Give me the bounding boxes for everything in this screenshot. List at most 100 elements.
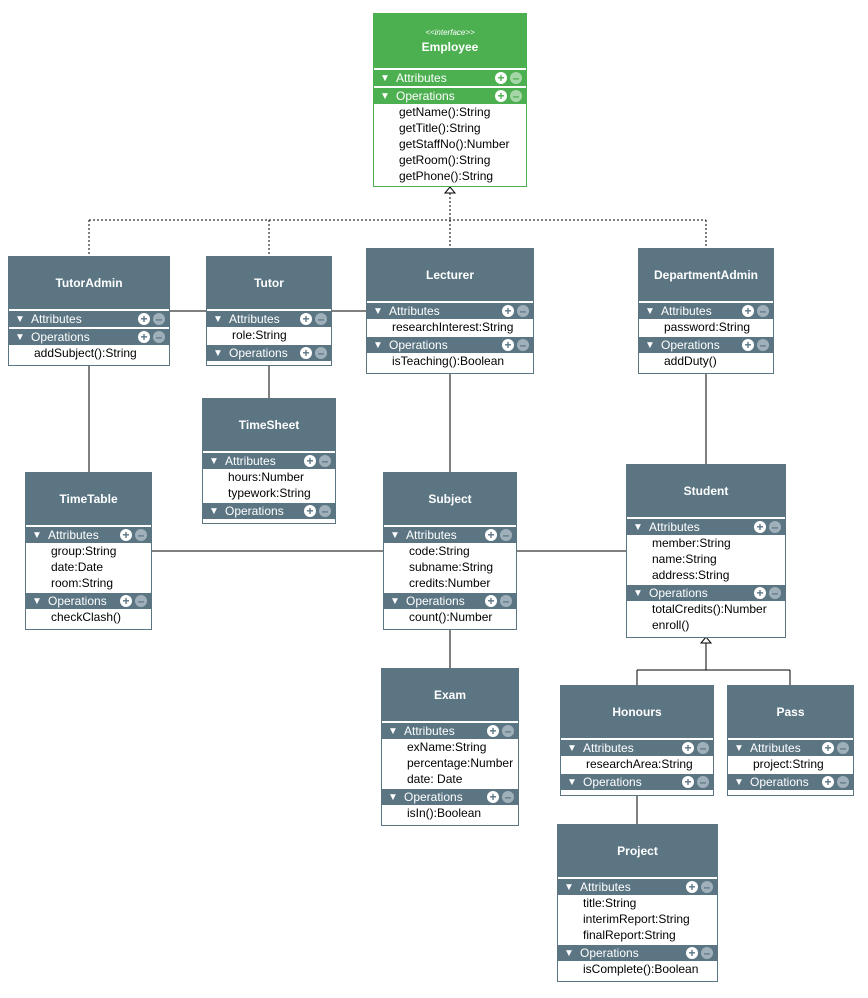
plus-circle-icon[interactable]: + <box>495 90 507 102</box>
minus-circle-icon[interactable]: – <box>757 339 769 351</box>
attribute-item[interactable]: title:String <box>583 896 637 910</box>
attributes-section-header[interactable]: ▼Attributes+– <box>384 525 516 543</box>
class-header[interactable]: Student <box>627 465 785 517</box>
class-header[interactable]: Project <box>558 825 717 877</box>
minus-circle-icon[interactable]: – <box>315 313 327 325</box>
operations-section-header[interactable]: ▼Operations+– <box>382 787 518 805</box>
triangle-down-icon[interactable]: ▼ <box>564 881 574 893</box>
minus-circle-icon[interactable]: – <box>517 305 529 317</box>
plus-circle-icon[interactable]: + <box>487 791 499 803</box>
minus-circle-icon[interactable]: – <box>315 347 327 359</box>
plus-circle-icon[interactable]: + <box>138 313 150 325</box>
operations-section-header[interactable]: ▼Operations+– <box>374 86 526 104</box>
plus-circle-icon[interactable]: + <box>742 305 754 317</box>
attribute-item[interactable]: finalReport:String <box>583 928 676 942</box>
plus-circle-icon[interactable]: + <box>138 331 150 343</box>
plus-circle-icon[interactable]: + <box>120 529 132 541</box>
triangle-down-icon[interactable]: ▼ <box>645 305 655 317</box>
class-header[interactable]: Tutor <box>207 257 331 309</box>
operation-item[interactable]: addSubject():String <box>34 346 137 360</box>
triangle-down-icon[interactable]: ▼ <box>380 90 390 102</box>
attribute-item[interactable]: role:String <box>232 328 287 342</box>
minus-circle-icon[interactable]: – <box>757 305 769 317</box>
attributes-section-header[interactable]: ▼Attributes+– <box>374 68 526 86</box>
attribute-item[interactable]: subname:String <box>409 560 494 574</box>
minus-circle-icon[interactable]: – <box>697 742 709 754</box>
plus-circle-icon[interactable]: + <box>485 595 497 607</box>
class-header[interactable]: TutorAdmin <box>9 257 169 309</box>
attribute-item[interactable]: exName:String <box>407 740 487 754</box>
plus-circle-icon[interactable]: + <box>502 339 514 351</box>
plus-circle-icon[interactable]: + <box>822 742 834 754</box>
operations-section-header[interactable]: ▼Operations+– <box>558 943 717 961</box>
minus-circle-icon[interactable]: – <box>701 881 713 893</box>
operation-item[interactable]: getName():String <box>399 105 491 119</box>
class-header[interactable]: TimeTable <box>26 473 151 525</box>
plus-circle-icon[interactable]: + <box>686 947 698 959</box>
class-header[interactable]: Exam <box>382 669 518 721</box>
minus-circle-icon[interactable]: – <box>319 455 331 467</box>
operation-item[interactable]: count():Number <box>409 610 493 624</box>
plus-circle-icon[interactable]: + <box>754 521 766 533</box>
plus-circle-icon[interactable]: + <box>304 505 316 517</box>
plus-circle-icon[interactable]: + <box>300 313 312 325</box>
plus-circle-icon[interactable]: + <box>686 881 698 893</box>
plus-circle-icon[interactable]: + <box>485 529 497 541</box>
plus-circle-icon[interactable]: + <box>682 776 694 788</box>
triangle-down-icon[interactable]: ▼ <box>209 505 219 517</box>
operations-section-header[interactable]: ▼Operations+– <box>9 327 169 345</box>
minus-circle-icon[interactable]: – <box>319 505 331 517</box>
triangle-down-icon[interactable]: ▼ <box>380 72 390 84</box>
minus-circle-icon[interactable]: – <box>500 595 512 607</box>
attributes-section-header[interactable]: ▼Attributes+– <box>26 525 151 543</box>
triangle-down-icon[interactable]: ▼ <box>734 742 744 754</box>
attribute-item[interactable]: address:String <box>652 568 730 582</box>
class-header[interactable]: <<interface>> Employee <box>374 14 526 68</box>
triangle-down-icon[interactable]: ▼ <box>373 339 383 351</box>
attributes-section-header[interactable]: ▼Attributes+– <box>728 738 853 756</box>
attribute-item[interactable]: member:String <box>652 536 731 550</box>
minus-circle-icon[interactable]: – <box>837 776 849 788</box>
attributes-section-header[interactable]: ▼Attributes+– <box>203 451 335 469</box>
minus-circle-icon[interactable]: – <box>837 742 849 754</box>
triangle-down-icon[interactable]: ▼ <box>209 455 219 467</box>
triangle-down-icon[interactable]: ▼ <box>645 339 655 351</box>
minus-circle-icon[interactable]: – <box>769 521 781 533</box>
triangle-down-icon[interactable]: ▼ <box>734 776 744 788</box>
minus-circle-icon[interactable]: – <box>153 313 165 325</box>
plus-circle-icon[interactable]: + <box>120 595 132 607</box>
minus-circle-icon[interactable]: – <box>510 90 522 102</box>
class-header[interactable]: DepartmentAdmin <box>639 249 773 301</box>
attributes-section-header[interactable]: ▼Attributes+– <box>639 301 773 319</box>
attributes-section-header[interactable]: ▼Attributes+– <box>382 721 518 739</box>
triangle-down-icon[interactable]: ▼ <box>32 529 42 541</box>
operation-item[interactable]: isIn():Boolean <box>407 806 482 820</box>
attribute-item[interactable]: hours:Number <box>228 470 305 484</box>
attribute-item[interactable]: password:String <box>664 320 751 334</box>
operation-item[interactable]: getPhone():String <box>399 169 494 183</box>
class-header[interactable]: Pass <box>728 686 853 738</box>
minus-circle-icon[interactable]: – <box>701 947 713 959</box>
attribute-item[interactable]: code:String <box>409 544 470 558</box>
plus-circle-icon[interactable]: + <box>300 347 312 359</box>
triangle-down-icon[interactable]: ▼ <box>15 313 25 325</box>
minus-circle-icon[interactable]: – <box>135 595 147 607</box>
triangle-down-icon[interactable]: ▼ <box>564 947 574 959</box>
triangle-down-icon[interactable]: ▼ <box>15 331 25 343</box>
triangle-down-icon[interactable]: ▼ <box>390 595 400 607</box>
triangle-down-icon[interactable]: ▼ <box>373 305 383 317</box>
operations-section-header[interactable]: ▼Operations+– <box>627 583 785 601</box>
plus-circle-icon[interactable]: + <box>495 72 507 84</box>
operation-item[interactable]: checkClash() <box>51 610 122 624</box>
operation-item[interactable]: getTitle():String <box>399 121 481 135</box>
attribute-item[interactable]: date: Date <box>407 772 463 786</box>
operations-section-header[interactable]: ▼Operations+– <box>639 335 773 353</box>
operation-item[interactable]: isTeaching():Boolean <box>392 354 505 368</box>
attributes-section-header[interactable]: ▼Attributes+– <box>207 309 331 327</box>
attribute-item[interactable]: credits:Number <box>409 576 491 590</box>
minus-circle-icon[interactable]: – <box>502 725 514 737</box>
